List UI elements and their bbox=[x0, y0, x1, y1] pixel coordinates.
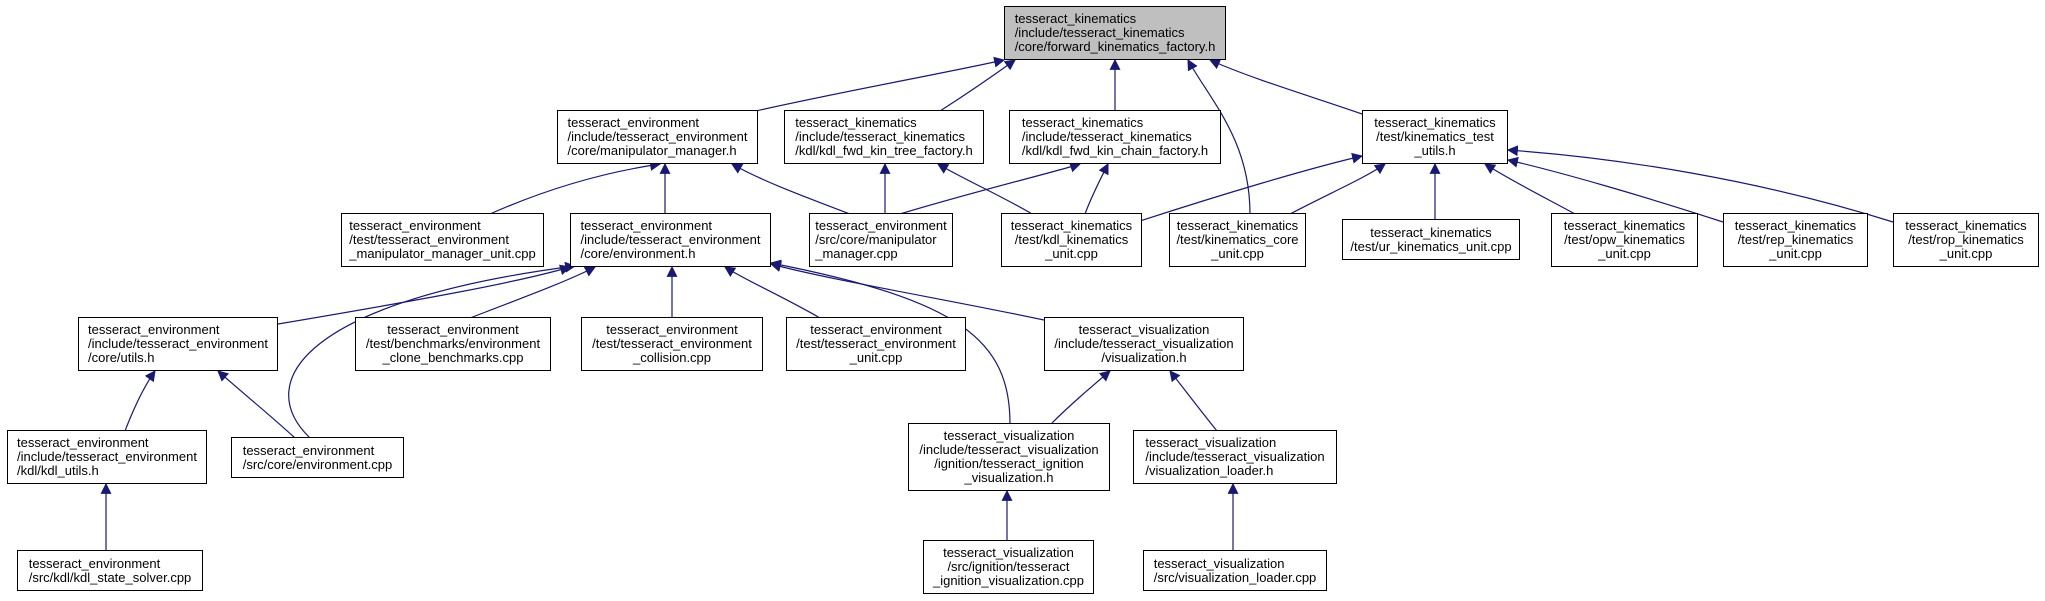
node-vis-loader-cpp[interactable]: tesseract_visualization /src/visualizati… bbox=[1143, 550, 1327, 591]
edge-kin-test-utils-to-fk-factory bbox=[1208, 59, 1363, 115]
edge-env-unit-to-environment-h bbox=[724, 266, 821, 319]
node-clone-bench[interactable]: tesseract_environment /test/benchmarks/e… bbox=[355, 317, 551, 371]
edge-mm-cpp-to-manipulator-manager bbox=[731, 163, 851, 215]
node-ign-vis-h[interactable]: tesseract_visualization /include/tessera… bbox=[908, 423, 1110, 491]
node-label: tesseract_kinematics /include/tesseract_… bbox=[1021, 115, 1209, 158]
edge-vis-loader-h-to-visualization-h bbox=[1169, 370, 1218, 432]
edge-kdl-kin-unit-to-kdl-chain-factory bbox=[1084, 163, 1109, 215]
node-label: tesseract_kinematics /test/kinematics_co… bbox=[1176, 218, 1299, 261]
node-label: tesseract_kinematics /include/tesseract_… bbox=[795, 115, 973, 158]
node-rop-unit[interactable]: tesseract_kinematics /test/rop_kinematic… bbox=[1893, 213, 2039, 267]
edge-rop-unit-to-kin-test-utils bbox=[1506, 145, 1894, 223]
edge-rep-unit-to-kin-test-utils bbox=[1506, 156, 1724, 223]
node-ur-unit[interactable]: tesseract_kinematics /test/ur_kinematics… bbox=[1342, 219, 1520, 260]
node-label: tesseract_kinematics /test/rop_kinematic… bbox=[1905, 218, 2027, 261]
edge-environment-cpp-to-utils-h bbox=[217, 370, 296, 439]
node-label: tesseract_environment /test/tesseract_en… bbox=[592, 322, 752, 365]
node-label: tesseract_environment /include/tesseract… bbox=[567, 115, 748, 158]
node-kdl-utils-h[interactable]: tesseract_environment /include/tesseract… bbox=[7, 430, 207, 484]
node-kdl-kin-unit[interactable]: tesseract_kinematics /test/kdl_kinematic… bbox=[1001, 213, 1142, 267]
node-vis-loader-h[interactable]: tesseract_visualization /include/tessera… bbox=[1133, 430, 1337, 484]
node-env-collision[interactable]: tesseract_environment /test/tesseract_en… bbox=[581, 317, 763, 371]
node-label: tesseract_kinematics /test/kdl_kinematic… bbox=[1010, 218, 1133, 261]
edge-kin-core-unit-to-kin-test-utils bbox=[1289, 163, 1386, 215]
node-kin-test-utils[interactable]: tesseract_kinematics /test/kinematics_te… bbox=[1362, 110, 1508, 164]
edge-mm-cpp-to-kdl-chain-factory bbox=[899, 161, 1082, 215]
edge-manipulator-manager-to-fk-factory bbox=[755, 56, 1006, 112]
node-label: tesseract_environment /src/core/manipula… bbox=[815, 218, 947, 261]
node-manipulator-manager-h[interactable]: tesseract_environment /include/tesseract… bbox=[557, 110, 758, 164]
edge-kdl-kin-unit-to-kdl-tree-factory bbox=[937, 163, 1033, 215]
edge-environment-cpp-to-environment-h bbox=[288, 261, 577, 439]
node-label: tesseract_visualization /include/tessera… bbox=[919, 428, 1099, 485]
edge-clone-bench-to-environment-h bbox=[469, 266, 596, 319]
node-fk-factory: tesseract_kinematics /include/tesseract_… bbox=[1004, 6, 1226, 60]
node-visualization-h[interactable]: tesseract_visualization /include/tessera… bbox=[1044, 317, 1244, 371]
node-label: tesseract_environment /test/benchmarks/e… bbox=[365, 322, 541, 365]
node-label: tesseract_kinematics /test/ur_kinematics… bbox=[1350, 224, 1512, 254]
node-label: tesseract_environment /src/kdl/kdl_state… bbox=[28, 555, 192, 585]
edge-utils-h-to-environment-h bbox=[277, 264, 572, 325]
edge-kin-core-unit-to-fk-factory bbox=[1187, 59, 1251, 215]
node-utils-h[interactable]: tesseract_environment /include/tesseract… bbox=[78, 317, 278, 371]
node-label: tesseract_visualization /include/tessera… bbox=[1054, 322, 1234, 365]
node-label: tesseract_environment /include/tesseract… bbox=[580, 218, 761, 261]
node-label: tesseract_environment /test/tesseract_en… bbox=[796, 322, 956, 365]
node-label: tesseract_visualization /src/visualizati… bbox=[1153, 555, 1317, 585]
node-kdl-state-solver[interactable]: tesseract_environment /src/kdl/kdl_state… bbox=[17, 550, 203, 591]
node-ign-vis-cpp[interactable]: tesseract_visualization /src/ignition/te… bbox=[923, 540, 1094, 594]
edge-visualization-h-to-environment-h bbox=[769, 261, 1045, 321]
edge-kdl-utils-h-to-utils-h bbox=[124, 370, 156, 432]
edge-ign-vis-h-to-visualization-h bbox=[1050, 370, 1111, 425]
node-label: tesseract_kinematics /test/kinematics_te… bbox=[1374, 115, 1496, 158]
node-label: tesseract_environment /include/tesseract… bbox=[17, 435, 197, 478]
node-label: tesseract_visualization /include/tessera… bbox=[1145, 435, 1325, 478]
node-environment-cpp[interactable]: tesseract_environment /src/core/environm… bbox=[231, 437, 404, 478]
node-environment-h[interactable]: tesseract_environment /include/tesseract… bbox=[570, 213, 771, 267]
node-label: tesseract_visualization /src/ignition/te… bbox=[932, 545, 1085, 588]
edge-kdl-kin-unit-to-kin-test-utils bbox=[1139, 152, 1364, 222]
node-label: tesseract_environment /include/tesseract… bbox=[88, 322, 268, 365]
edge-opw-unit-to-kin-test-utils bbox=[1484, 163, 1576, 215]
node-label: tesseract_environment /src/core/environm… bbox=[242, 442, 393, 472]
node-rep-unit[interactable]: tesseract_kinematics /test/rep_kinematic… bbox=[1723, 213, 1868, 267]
node-label: tesseract_kinematics /test/opw_kinematic… bbox=[1563, 218, 1686, 261]
edge-mm-unit-to-manipulator-manager bbox=[489, 160, 662, 215]
node-kin-core-unit[interactable]: tesseract_kinematics /test/kinematics_co… bbox=[1169, 213, 1306, 267]
node-kdl-chain-factory[interactable]: tesseract_kinematics /include/tesseract_… bbox=[1009, 110, 1221, 164]
node-env-unit[interactable]: tesseract_environment /test/tesseract_en… bbox=[786, 317, 966, 371]
node-label: tesseract_kinematics /include/tesseract_… bbox=[1014, 11, 1216, 54]
node-opw-unit[interactable]: tesseract_kinematics /test/opw_kinematic… bbox=[1551, 213, 1698, 267]
node-mm-cpp[interactable]: tesseract_environment /src/core/manipula… bbox=[809, 213, 953, 267]
node-mm-unit[interactable]: tesseract_environment /test/tesseract_en… bbox=[341, 213, 544, 267]
edge-kdl-tree-factory-to-fk-factory bbox=[939, 59, 1016, 112]
node-kdl-tree-factory[interactable]: tesseract_kinematics /include/tesseract_… bbox=[784, 110, 984, 164]
node-label: tesseract_environment /test/tesseract_en… bbox=[349, 218, 536, 261]
node-label: tesseract_kinematics /test/rep_kinematic… bbox=[1734, 218, 1857, 261]
